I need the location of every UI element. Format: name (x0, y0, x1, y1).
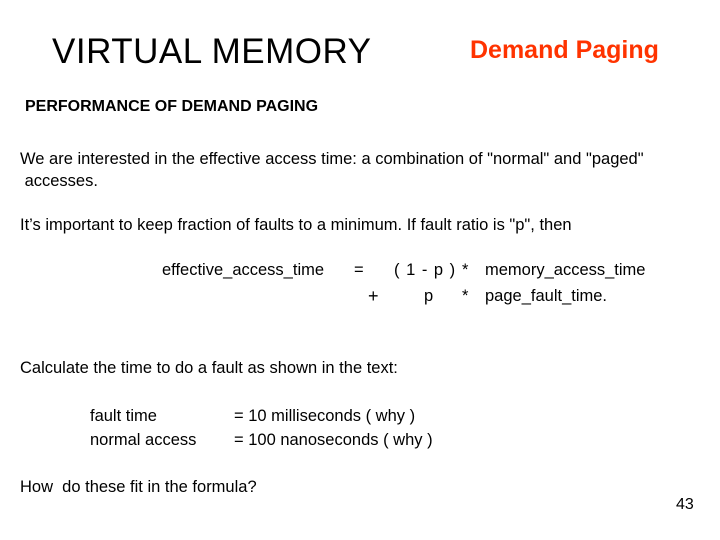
formula-plus: + (368, 286, 379, 306)
formula-factor-1: memory_access_time (485, 261, 646, 279)
formula-term-1: ( 1 - p ) (394, 261, 456, 279)
definition-values: = 10 milliseconds ( why ) = 100 nanoseco… (234, 404, 433, 452)
definition-label-fault-time: fault time (90, 407, 157, 425)
definition-value-normal-access: = 100 nanoseconds ( why ) (234, 431, 433, 449)
paragraph-fault-ratio: It’s important to keep fraction of fault… (20, 216, 572, 234)
definition-label-normal-access: normal access (90, 431, 197, 449)
formula-term-2: p (424, 287, 434, 305)
paragraph-effective-access: We are interested in the effective acces… (20, 148, 644, 192)
paragraph-line: accesses. (20, 172, 98, 190)
formula-times-1: * (462, 261, 469, 279)
definition-value-fault-time: = 10 milliseconds ( why ) (234, 407, 416, 425)
slide-title: VIRTUAL MEMORY (52, 32, 372, 71)
section-heading: PERFORMANCE OF DEMAND PAGING (25, 98, 319, 115)
formula-equals: = (354, 261, 364, 279)
paragraph-line: We are interested in the effective acces… (20, 150, 644, 168)
question-text: How do these fit in the formula? (20, 478, 257, 496)
paragraph-calculate: Calculate the time to do a fault as show… (20, 359, 398, 377)
slide-subtitle: Demand Paging (470, 36, 659, 64)
formula-label: effective_access_time (162, 261, 325, 279)
formula-times-2: * (462, 287, 469, 305)
formula-factor-2: page_fault_time. (485, 287, 608, 305)
page-number: 43 (676, 496, 694, 513)
definition-labels: fault time normal access (90, 404, 196, 452)
